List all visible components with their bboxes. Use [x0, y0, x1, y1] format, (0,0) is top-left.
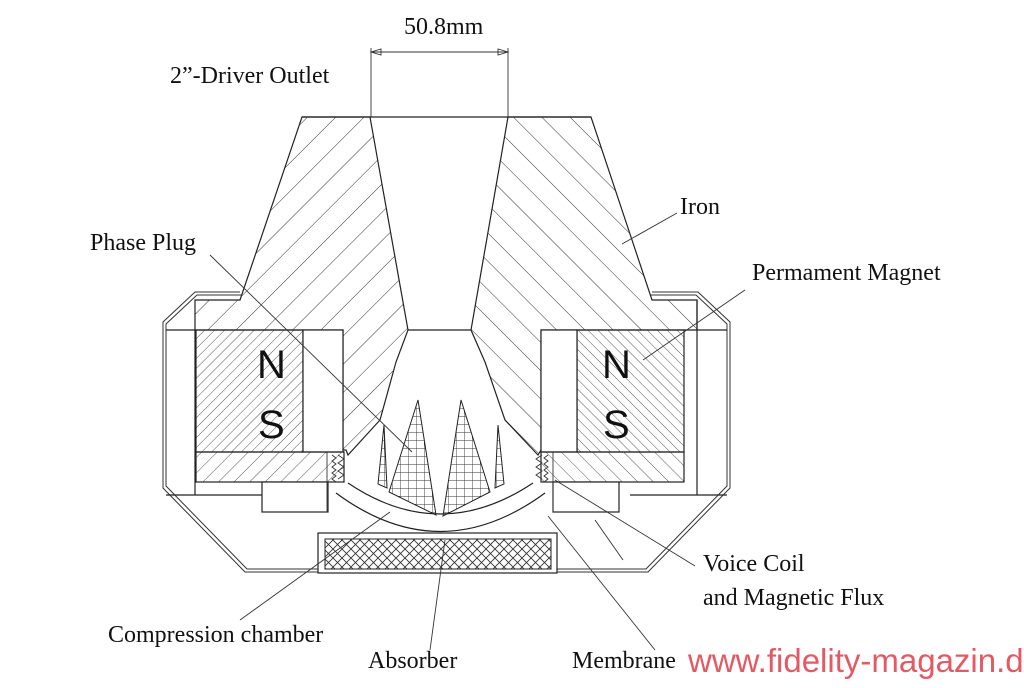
phase-plug-label: Phase Plug — [90, 230, 196, 256]
magnet-left-south: S — [258, 403, 285, 447]
permanent-magnet-label: Permament Magnet — [752, 260, 941, 286]
watermark: www.fidelity-magazin.de — [687, 642, 1024, 679]
phase-plug — [377, 399, 505, 517]
compression-chamber-label: Compression chamber — [108, 622, 323, 648]
magnet-right-south: S — [603, 403, 630, 447]
dimension-label: 50.8mm — [404, 14, 484, 40]
voice-coil-right — [535, 452, 620, 513]
magnet-left-north: N — [257, 343, 286, 387]
iron-label: Iron — [680, 194, 720, 220]
outer-housing — [162, 291, 731, 573]
absorber-label: Absorber — [368, 648, 457, 674]
dimension-marker: 50.8mm — [369, 14, 510, 117]
absorber — [317, 532, 558, 574]
membrane — [335, 482, 546, 533]
voice-coil-left — [261, 452, 345, 513]
magnet-left: N S — [195, 329, 345, 483]
outlet-label: 2”-Driver Outlet — [170, 63, 330, 89]
magnet-right-north: N — [602, 343, 631, 387]
leader-lines — [209, 212, 746, 651]
membrane-label: Membrane — [572, 648, 676, 674]
voice-coil-label-line2: and Magnetic Flux — [703, 585, 884, 611]
magnet-right: N S — [540, 329, 685, 483]
iron-body-right — [470, 116, 698, 456]
voice-coil-label-line1: Voice Coil — [703, 551, 805, 577]
